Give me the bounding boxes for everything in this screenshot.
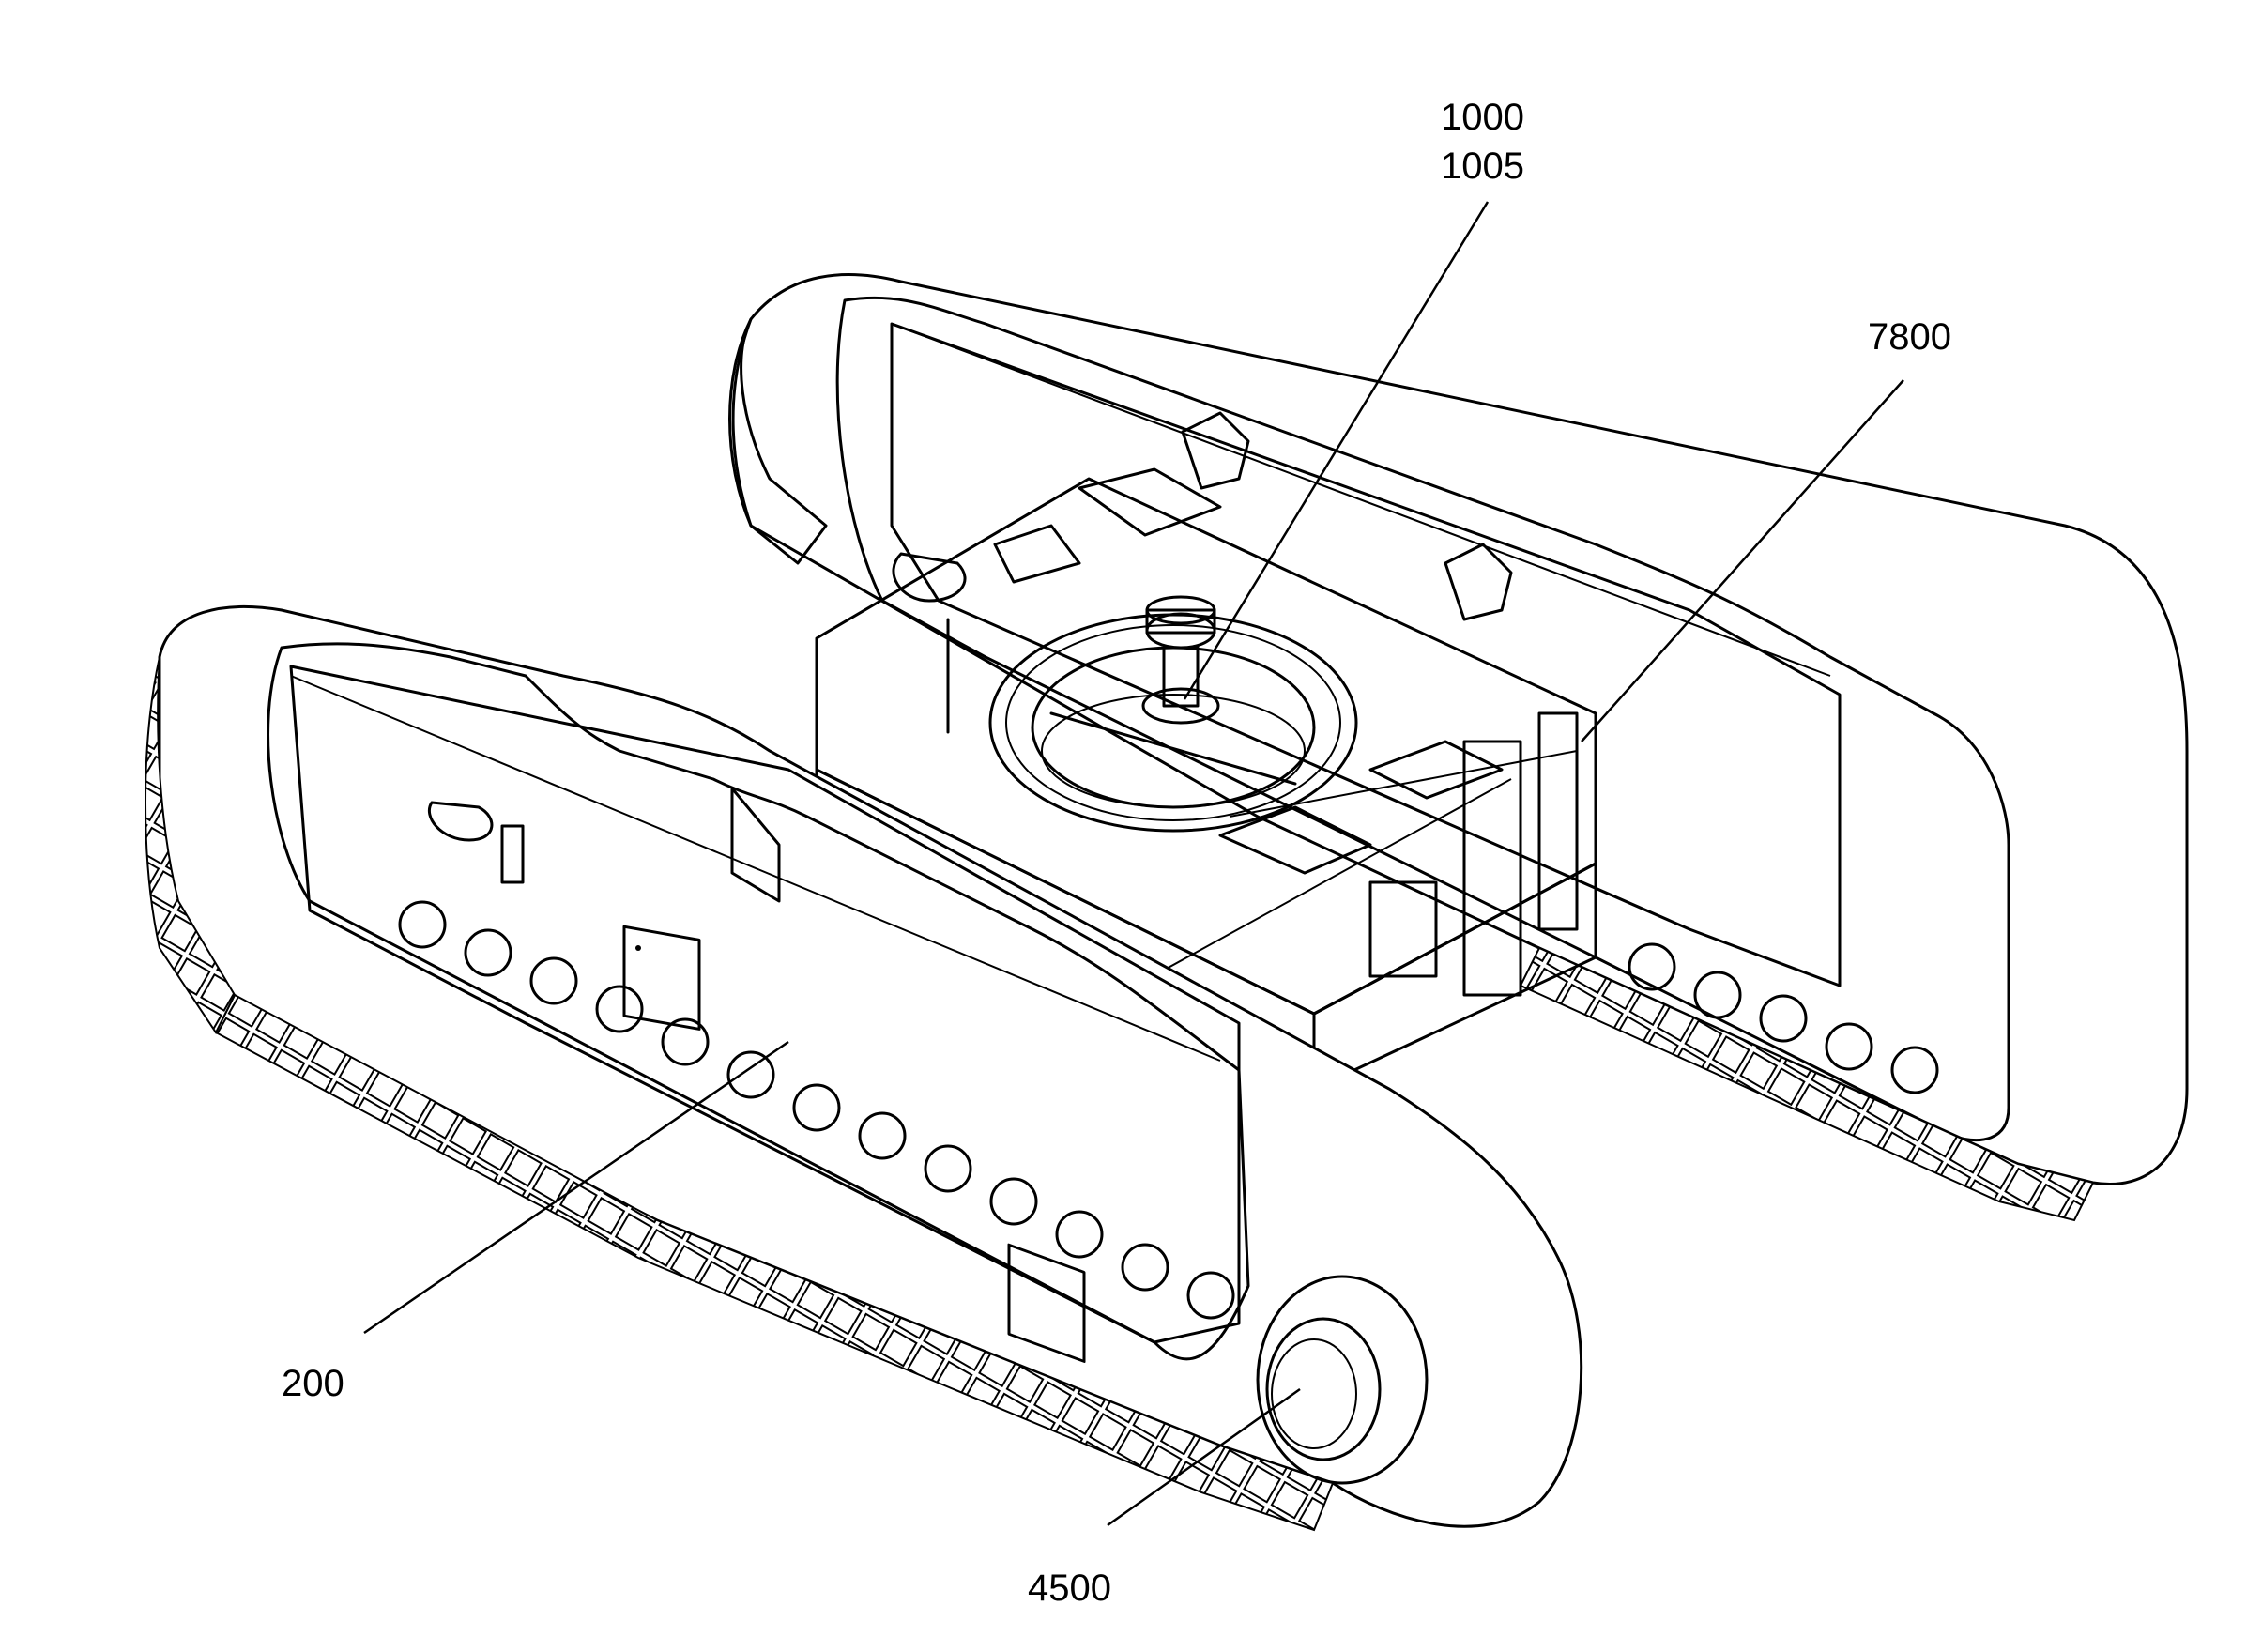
ref-1005: 1005 [1441,145,1524,187]
reference-numerals: 1000 1005 7800 200 4500 [282,97,1951,1609]
rear-track-rollers [1628,942,1939,1094]
front-track-inner-frame [267,642,1250,1361]
leader-200 [363,1040,789,1335]
central-rotary-joint [1141,595,1220,725]
front-track-assembly [145,605,1583,1532]
front-track-rollers [398,900,1235,1320]
rear-track-inner-frame [835,296,2010,1142]
ref-4500: 4500 [1028,1568,1111,1609]
ref-1000: 1000 [1441,97,1524,138]
idler-wheel [1256,1275,1429,1485]
car-body [815,467,1597,1091]
rear-side-frame [890,322,1842,987]
ref-200: 200 [282,1363,344,1404]
ref-7800: 7800 [1868,316,1951,358]
front-side-frame [289,665,1241,1344]
front-track-shoes [214,993,1335,1532]
leader-1000 [1183,201,1490,700]
leader-4500 [1107,1387,1301,1527]
leader-7800 [1581,379,1904,742]
access-plate-2 [1007,1243,1086,1363]
leader-lines [363,201,1904,1527]
access-plate-1 [622,925,701,1031]
